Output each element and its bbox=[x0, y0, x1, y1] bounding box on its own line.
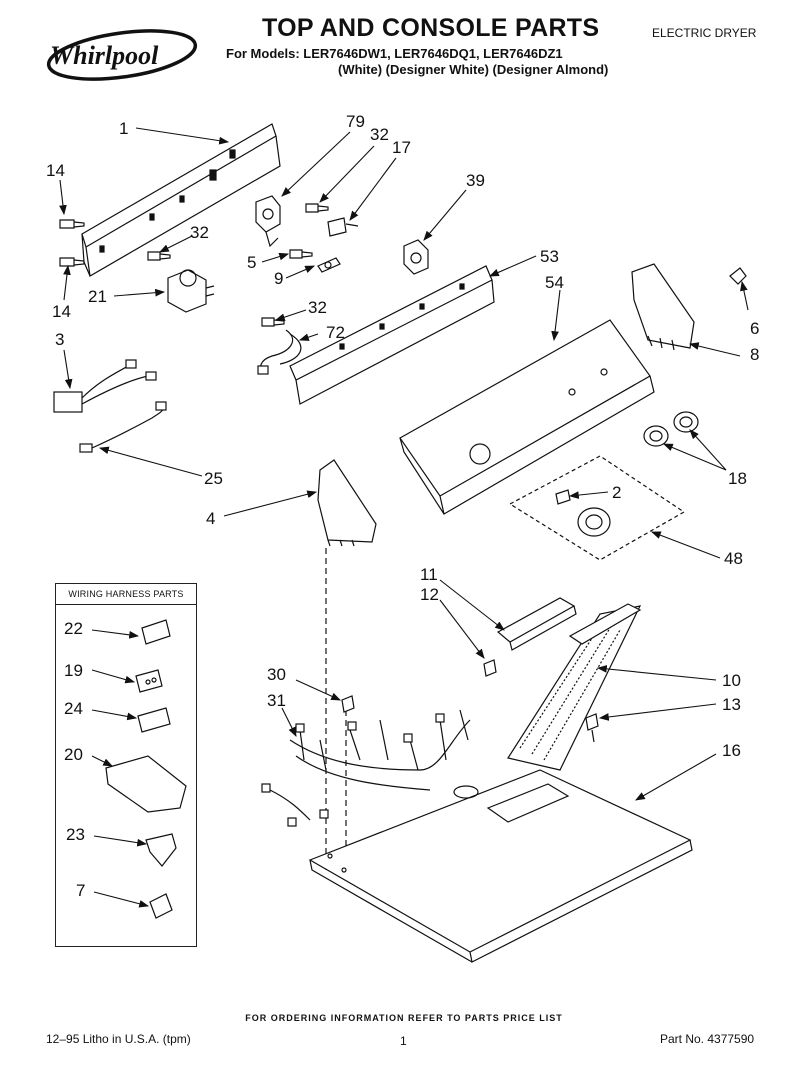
dial-48-part bbox=[577, 507, 611, 537]
callout-10: 10 bbox=[722, 671, 741, 690]
connector-20-part bbox=[105, 755, 187, 813]
callout-48: 48 bbox=[724, 549, 743, 568]
callout-12: 12 bbox=[420, 585, 439, 604]
screw-13-part bbox=[585, 713, 599, 743]
end-cap-8-part bbox=[631, 263, 695, 351]
screw-32c-part bbox=[261, 317, 285, 327]
callout-4: 4 bbox=[206, 509, 215, 528]
callout-72: 72 bbox=[326, 323, 345, 342]
screw-14b-part bbox=[59, 257, 85, 267]
callout-22: 22 bbox=[64, 619, 83, 638]
wiring-harness-title: WIRING HARNESS PARTS bbox=[56, 584, 196, 605]
callout-2: 2 bbox=[612, 483, 621, 502]
switch-79-part bbox=[255, 195, 281, 248]
console-bracket-53-part bbox=[289, 265, 495, 405]
connector-24-part bbox=[137, 707, 171, 733]
callout-21: 21 bbox=[88, 287, 107, 306]
ordering-note: FOR ORDERING INFORMATION REFER TO PARTS … bbox=[245, 1013, 563, 1023]
callout-25: 25 bbox=[204, 469, 223, 488]
callout-30: 30 bbox=[267, 665, 286, 684]
clip-2-part bbox=[555, 489, 571, 505]
callout-79: 79 bbox=[346, 112, 365, 131]
doc-type-label: ELECTRIC DRYER bbox=[652, 26, 757, 40]
callout-7: 7 bbox=[76, 881, 85, 900]
knob-18a-part bbox=[673, 411, 699, 433]
clip-30-part bbox=[341, 695, 355, 713]
callout-18: 18 bbox=[728, 469, 747, 488]
callout-3: 3 bbox=[55, 330, 64, 349]
clip-23-part bbox=[145, 833, 177, 867]
dryer-top-16-part bbox=[308, 769, 693, 963]
callout-32-c: 32 bbox=[308, 298, 327, 317]
colors-line: (White) (Designer White) (Designer Almon… bbox=[338, 62, 609, 77]
main-harness-31-part bbox=[261, 709, 471, 827]
screw-32b-part bbox=[147, 251, 171, 261]
harness-72-part bbox=[257, 329, 302, 375]
callout-14-b: 14 bbox=[52, 302, 71, 321]
callout-54: 54 bbox=[545, 273, 564, 292]
harness-3-part bbox=[53, 359, 157, 413]
lint-door-11-part bbox=[496, 597, 577, 651]
harness-25-part bbox=[79, 401, 167, 453]
callout-32-b: 32 bbox=[190, 223, 209, 242]
wiring-harness-box: WIRING HARNESS PARTS bbox=[55, 583, 197, 947]
callout-14-a: 14 bbox=[46, 161, 65, 180]
connector-22-part bbox=[141, 619, 171, 645]
screw-32a-part bbox=[305, 203, 329, 213]
timer-21-part bbox=[167, 269, 215, 313]
knob-9-part bbox=[317, 257, 341, 273]
callout-8: 8 bbox=[750, 345, 759, 364]
end-cap-4-part bbox=[317, 459, 377, 547]
connector-19-part bbox=[135, 669, 163, 693]
callout-39: 39 bbox=[466, 171, 485, 190]
switch-39-part bbox=[403, 239, 429, 275]
callout-5: 5 bbox=[247, 253, 256, 272]
callout-1: 1 bbox=[119, 119, 128, 138]
part-number: Part No. 4377590 bbox=[660, 1032, 755, 1046]
console-panel-54-part bbox=[399, 319, 655, 515]
knob-18b-part bbox=[643, 425, 669, 447]
clip-17-part bbox=[327, 217, 359, 237]
screw-14a-part bbox=[59, 219, 85, 229]
callout-23: 23 bbox=[66, 825, 85, 844]
page-number: 1 bbox=[400, 1034, 407, 1048]
callout-20: 20 bbox=[64, 745, 83, 764]
callout-19: 19 bbox=[64, 661, 83, 680]
callout-11: 11 bbox=[420, 565, 438, 584]
callout-31: 31 bbox=[267, 691, 286, 710]
litho-info: 12–95 Litho in U.S.A. (tpm) bbox=[46, 1032, 191, 1046]
callout-9: 9 bbox=[274, 269, 283, 288]
connector-7-part bbox=[149, 893, 173, 919]
callout-17: 17 bbox=[392, 138, 411, 157]
rear-bracket-part bbox=[81, 123, 281, 277]
callout-32-a: 32 bbox=[370, 125, 389, 144]
clip-12-part bbox=[483, 659, 497, 677]
page-title: TOP AND CONSOLE PARTS bbox=[262, 14, 600, 42]
lint-screen-10-part bbox=[507, 603, 642, 771]
callout-13: 13 bbox=[722, 695, 741, 714]
screw-5-part bbox=[289, 249, 313, 259]
callout-6: 6 bbox=[750, 319, 759, 338]
brand-wordmark: Whirlpool bbox=[50, 41, 159, 70]
callout-53: 53 bbox=[540, 247, 559, 266]
screw-6-part bbox=[729, 267, 747, 285]
callout-24: 24 bbox=[64, 699, 83, 718]
callout-16: 16 bbox=[722, 741, 741, 760]
models-line: For Models: LER7646DW1, LER7646DQ1, LER7… bbox=[226, 46, 563, 61]
whirlpool-logo: Whirlpool bbox=[46, 29, 198, 81]
